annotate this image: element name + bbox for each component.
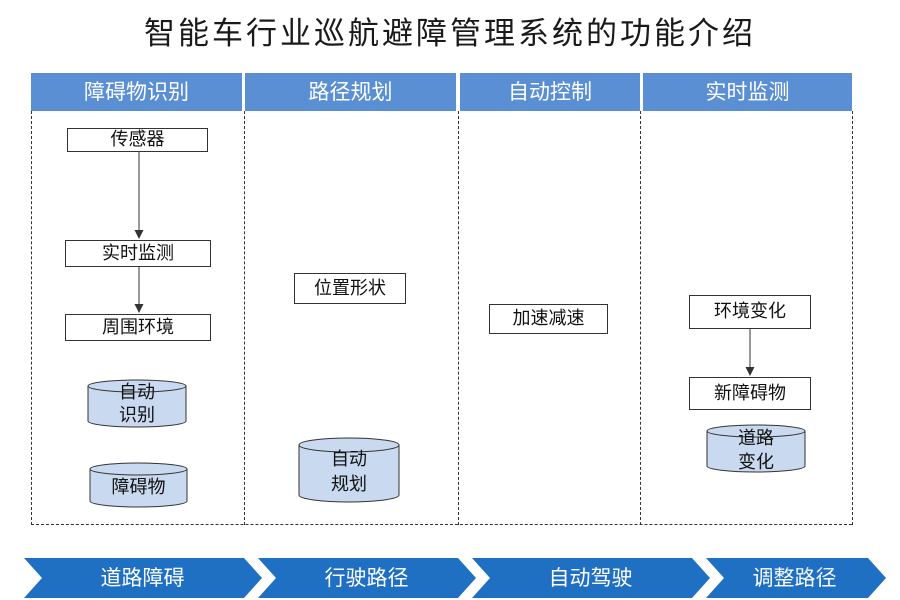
page-title: 智能车行业巡航避障管理系统的功能介绍: [144, 16, 756, 52]
auto-recognition-label-line1: 自动: [119, 382, 155, 403]
step-auto-driving: 自动驾驶: [548, 566, 633, 590]
step-adjust-path: 调整路径: [752, 566, 837, 590]
auto-planning-label-line1: 自动: [331, 449, 367, 470]
column-header-real-time-monitoring: 实时监测: [643, 73, 852, 111]
process-band: [24, 558, 886, 598]
band-chevron-2: [258, 558, 476, 598]
watermark-icon: [771, 560, 789, 578]
column-header-auto-control: 自动控制: [460, 73, 640, 111]
obstacle-cylinder: 障碍物: [89, 462, 188, 508]
real-time-monitor-box: 实时监测: [65, 240, 211, 267]
road-change-label-line2: 变化: [738, 452, 774, 473]
divider-col1-col2: [244, 111, 245, 525]
auto-recognition-cylinder: 自动 识别: [87, 379, 187, 428]
accelerate-decelerate-box: 加速减速: [489, 304, 608, 334]
auto-planning-label-line2: 规划: [331, 474, 367, 495]
step-driving-path: 行驶路径: [324, 566, 409, 590]
divider-col2-col3: [458, 111, 459, 525]
band-chevron-4: [706, 558, 886, 598]
watermark-text: 泛普软件: [792, 561, 864, 582]
auto-planning-cylinder: 自动 规划: [298, 437, 400, 503]
column-header-obstacle-recognition: 障碍物识别: [31, 73, 242, 111]
band-chevron-3: [472, 558, 710, 598]
arrow-env-change-to-new-obstacle: [745, 329, 755, 376]
auto-recognition-label-line2: 识别: [119, 405, 155, 426]
divider-col3-col4: [640, 111, 641, 525]
road-change-cylinder: 道路 变化: [706, 424, 806, 473]
arrow-sensor-to-monitor: [134, 152, 144, 239]
divider-bottom: [31, 524, 852, 525]
surroundings-box: 周围环境: [65, 314, 211, 341]
band-chevron-1: [24, 558, 262, 598]
watermark-logo: 泛普软件: [770, 557, 890, 582]
obstacle-label: 障碍物: [111, 477, 166, 498]
sensor-box: 传感器: [67, 128, 208, 152]
divider-right-edge: [852, 111, 853, 525]
column-header-path-planning: 路径规划: [245, 73, 456, 111]
environment-change-box: 环境变化: [689, 295, 811, 329]
new-obstacle-box: 新障碍物: [689, 377, 811, 410]
road-change-label-line1: 道路: [738, 428, 774, 449]
position-shape-box: 位置形状: [294, 273, 406, 304]
arrow-monitor-to-surroundings: [134, 267, 144, 313]
divider-left-edge: [31, 111, 32, 525]
step-road-obstacle: 道路障碍: [100, 566, 185, 590]
